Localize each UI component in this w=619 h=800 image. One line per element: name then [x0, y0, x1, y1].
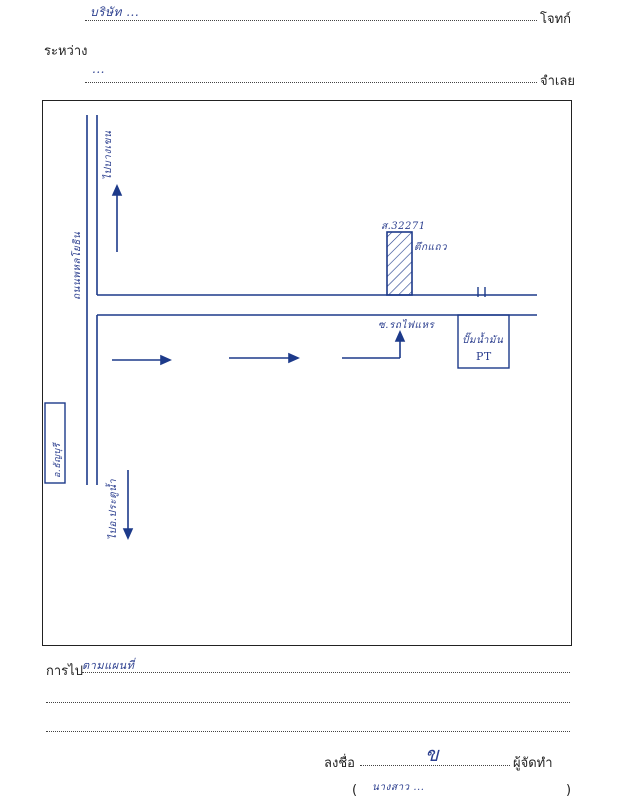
to-south-label: ไปอ.ประตูน้ำ — [108, 478, 119, 540]
travel-dotted-line-1 — [82, 672, 570, 673]
arrow-east-2-head — [288, 352, 300, 364]
gas-station-label: ปั๊มน้ำมัน — [462, 335, 504, 346]
signature-mark: ข — [425, 742, 440, 766]
travel-dotted-line-2 — [46, 702, 570, 703]
lot-number-label: ส.32271 — [381, 221, 426, 232]
side-area-box — [44, 402, 66, 484]
shop-label: ตึกแถว — [414, 242, 448, 253]
printed-name-close-paren: ) — [566, 783, 572, 798]
signature-dotted-line — [360, 765, 510, 766]
target-building-hatched — [386, 231, 413, 296]
defendant-label: จำเลย — [540, 74, 575, 89]
between-label: ระหว่าง — [44, 44, 88, 59]
printed-name-open-paren: ( — [352, 783, 358, 798]
arrow-north-head — [111, 184, 123, 196]
travel-handwritten: ตามแผนที่ — [82, 659, 135, 672]
travel-label: การไป — [46, 664, 83, 679]
organizer-label: ผู้จัดทำ — [513, 756, 553, 771]
arrow-east-1-head — [160, 354, 172, 366]
vertical-road-label: ถนนพหลโยธิน — [72, 231, 83, 300]
defendants-names-handwritten: ... — [92, 62, 105, 76]
travel-dotted-line-3 — [46, 731, 570, 732]
arrow-south-head — [122, 528, 134, 540]
gas-station-box — [457, 314, 510, 369]
side-box-label: อ.ธัญบุรี — [53, 443, 63, 478]
to-north-label: ไปบางเขน — [103, 130, 114, 180]
printed-name-handwritten: นางสาว ... — [372, 782, 425, 793]
gas-station-code: PT — [476, 350, 492, 363]
plaintiff-dotted-line — [85, 20, 537, 21]
map-frame — [42, 100, 572, 646]
plaintiff-name-handwritten: บริษัท ... — [90, 5, 140, 19]
arrow-turn-up-head — [394, 330, 406, 342]
defendant-dotted-line — [85, 82, 537, 83]
plaintiff-label: โจทก์ — [540, 12, 572, 27]
junction-label: ซ.รถไฟแหร — [378, 320, 435, 331]
sign-label: ลงชื่อ — [324, 756, 355, 771]
